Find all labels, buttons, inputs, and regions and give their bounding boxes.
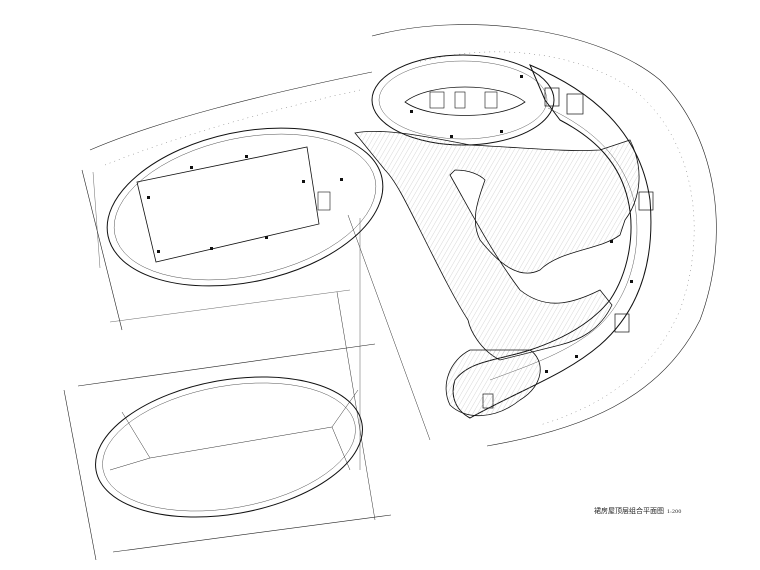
dimension-line-left-3	[63, 389, 97, 561]
tower-core	[404, 86, 526, 116]
tower-core-room-2	[454, 91, 466, 109]
construction-line-1	[336, 291, 376, 521]
dimension-arc-top-left-inner	[104, 89, 361, 166]
stair-core-top-left	[317, 191, 331, 211]
dimension-line-left	[81, 169, 123, 331]
roof-ridge-bottom-left	[109, 389, 359, 471]
tower-oval	[371, 54, 555, 146]
stair-core-d	[614, 313, 630, 333]
tower-oval-inner	[378, 60, 548, 140]
columns	[147, 75, 633, 373]
stair-core-c	[638, 191, 654, 211]
atrium-roof-hatched	[354, 131, 640, 361]
stair-core-a	[544, 87, 560, 107]
roof-rectangle-top-left	[136, 146, 320, 263]
dimension-line-mid	[77, 343, 376, 387]
drawing-scale: 1:200	[667, 509, 682, 515]
roof-ridge-bottom-left-2	[121, 411, 151, 459]
dimension-line-left-2	[92, 171, 101, 269]
walkway-lobe	[445, 349, 541, 417]
roof-ellipse-bottom-left	[95, 376, 363, 518]
dimension-line-bottom	[112, 514, 392, 553]
roof-ridge-bottom-left-3	[331, 426, 351, 471]
construction-line-2	[347, 214, 431, 441]
curved-bar-building-inner	[489, 107, 638, 381]
tower-core-room-1	[429, 91, 445, 109]
dimension-line-mid-2	[109, 289, 351, 323]
drawing-title: 裙房屋顶层组合平面图	[594, 507, 664, 515]
roof-ellipse-top-left	[106, 127, 384, 287]
roof-ellipse-top-left-inner	[113, 133, 377, 281]
roof-ellipse-bottom-left-inner	[102, 382, 356, 512]
tower-core-room-3	[484, 91, 498, 109]
dimension-arc-top-left	[89, 71, 373, 151]
dimension-arc-right	[371, 24, 717, 447]
stair-core-b	[566, 93, 584, 115]
